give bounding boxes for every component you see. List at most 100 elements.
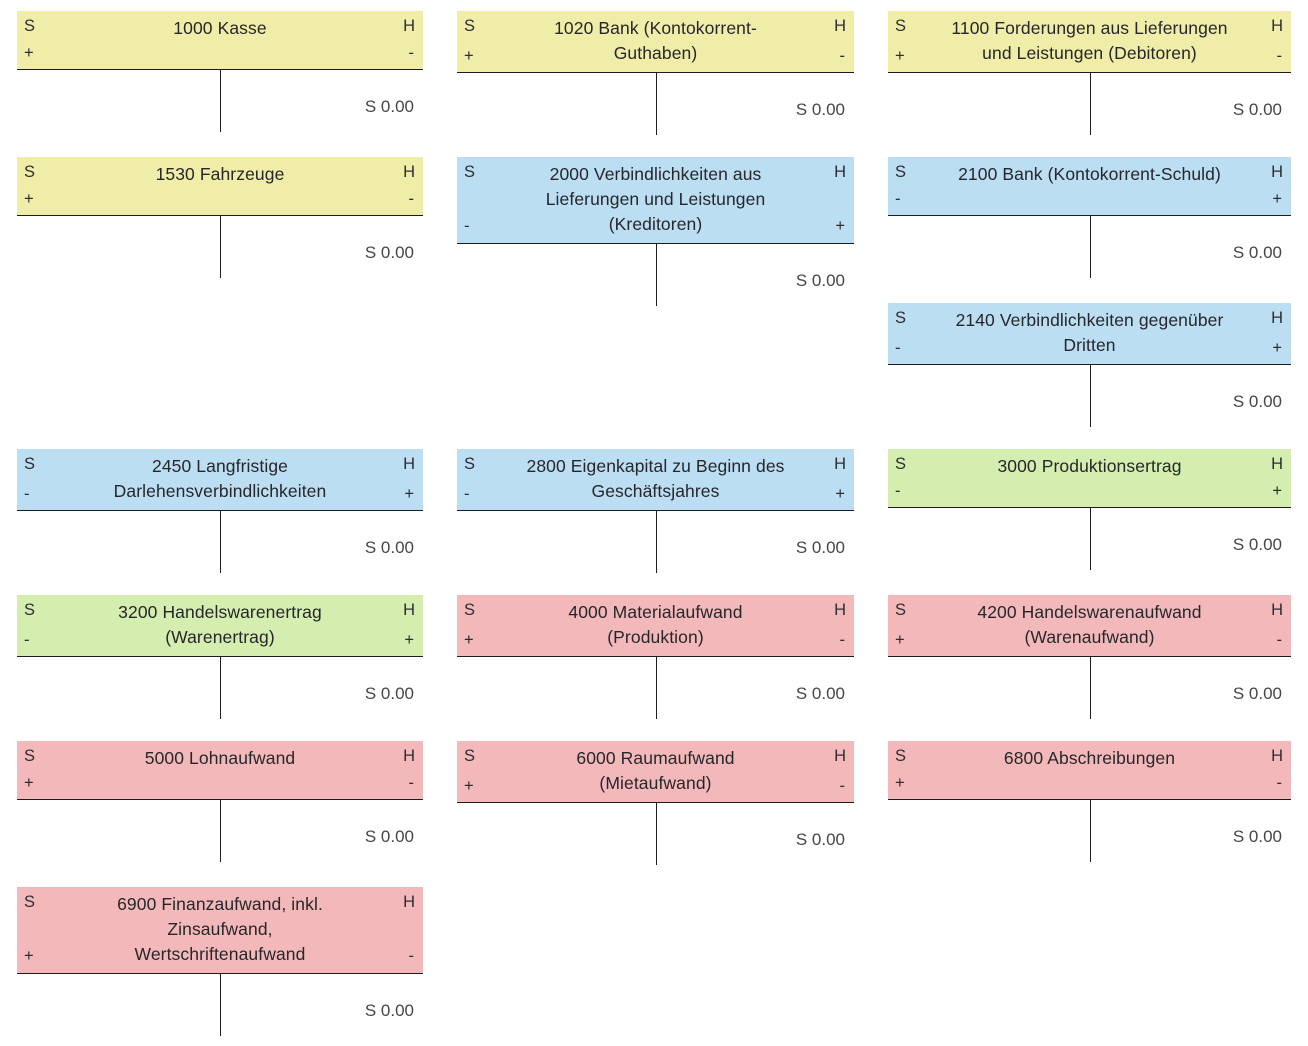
debit-letter: S [464,455,476,473]
account-title: 2000 Verbindlichkeiten aus Lieferungen u… [545,164,766,234]
account-header: 6900 Finanzaufwand, inkl. Zinsaufwand, W… [17,887,423,974]
account-body[interactable]: S 0.00 [888,365,1291,427]
debit-letter: S [464,163,476,181]
account-body[interactable]: S 0.00 [17,70,423,132]
account-balance: S 0.00 [364,97,414,116]
t-account-2140[interactable]: 2140 Verbindlichkeiten gegenüber Dritten… [888,303,1291,427]
debit-sign: + [464,47,474,65]
account-body[interactable]: S 0.00 [888,216,1291,278]
ledger-divider [220,800,221,862]
credit-sign: - [839,47,846,65]
credit-letter: H [834,601,846,619]
account-header: 2800 Eigenkapital zu Beginn des Geschäft… [457,449,854,511]
credit-letter: H [403,601,415,619]
debit-letter: S [24,17,36,35]
account-balance: S 0.00 [364,538,414,557]
credit-sign: + [835,217,845,235]
empty-slot [440,292,871,438]
empty-slot [440,876,871,1022]
t-account-4200[interactable]: 4200 Handelswarenaufwand (Warenaufwand)S… [888,595,1291,719]
t-account-2450[interactable]: 2450 Langfristige Darlehensverbindlichke… [17,449,423,573]
t-account-2000[interactable]: 2000 Verbindlichkeiten aus Lieferungen u… [457,157,854,306]
debit-sign: + [24,947,34,965]
credit-letter: H [1271,17,1283,35]
t-account-1100[interactable]: 1100 Forderungen aus Lieferungen und Lei… [888,11,1291,135]
debit-letter: S [895,163,907,181]
account-body[interactable]: S 0.00 [17,800,423,862]
debit-letter: S [24,455,36,473]
account-body[interactable]: S 0.00 [457,657,854,719]
account-balance: S 0.00 [795,538,845,557]
t-account-6900[interactable]: 6900 Finanzaufwand, inkl. Zinsaufwand, W… [17,887,423,1036]
ledger-divider [1089,800,1091,862]
t-account-cell: 6900 Finanzaufwand, inkl. Zinsaufwand, W… [0,876,440,1036]
account-body[interactable]: S 0.00 [457,511,854,573]
t-account-cell: 1100 Forderungen aus Lieferungen und Lei… [871,0,1308,146]
account-body[interactable]: S 0.00 [888,657,1291,719]
debit-letter: S [24,163,36,181]
debit-letter: S [895,17,907,35]
ledger-divider [220,511,221,573]
debit-letter: S [464,17,476,35]
debit-sign: + [464,777,474,795]
account-body[interactable]: S 0.00 [17,511,423,573]
account-body[interactable]: S 0.00 [17,216,423,278]
credit-sign: - [408,44,415,62]
account-title: 3200 Handelswarenertrag (Warenertrag) [118,602,322,647]
credit-letter: H [834,163,846,181]
ledger-divider [655,803,657,865]
account-title: 2800 Eigenkapital zu Beginn des Geschäft… [526,456,785,501]
t-account-2800[interactable]: 2800 Eigenkapital zu Beginn des Geschäft… [457,449,854,573]
credit-sign: + [1272,482,1282,500]
account-body[interactable]: S 0.00 [888,73,1291,135]
debit-letter: S [24,601,36,619]
account-body[interactable]: S 0.00 [457,803,854,865]
debit-sign: - [895,339,901,357]
account-body[interactable]: S 0.00 [888,508,1291,570]
credit-sign: + [1272,339,1282,357]
debit-letter: S [895,309,907,327]
debit-sign: - [895,190,901,208]
account-header: 2450 Langfristige Darlehensverbindlichke… [17,449,423,511]
credit-letter: H [1271,309,1283,327]
credit-letter: H [834,17,846,35]
ledger-divider [1089,508,1091,570]
account-balance: S 0.00 [795,830,845,849]
account-body[interactable]: S 0.00 [457,73,854,135]
debit-letter: S [895,747,907,765]
account-balance: S 0.00 [1232,684,1282,703]
account-body[interactable]: S 0.00 [17,974,423,1036]
ledger-divider [220,70,221,132]
account-balance: S 0.00 [1232,100,1282,119]
account-title: 3000 Produktionsertrag [997,456,1182,476]
debit-sign: - [24,485,30,503]
account-balance: S 0.00 [1232,243,1282,262]
credit-letter: H [403,17,415,35]
credit-sign: + [404,631,414,649]
account-body[interactable]: S 0.00 [17,657,423,719]
account-body[interactable]: S 0.00 [888,800,1291,862]
account-header: 2000 Verbindlichkeiten aus Lieferungen u… [457,157,854,244]
ledger-divider [220,216,221,278]
account-body[interactable]: S 0.00 [457,244,854,306]
debit-sign: + [464,631,474,649]
